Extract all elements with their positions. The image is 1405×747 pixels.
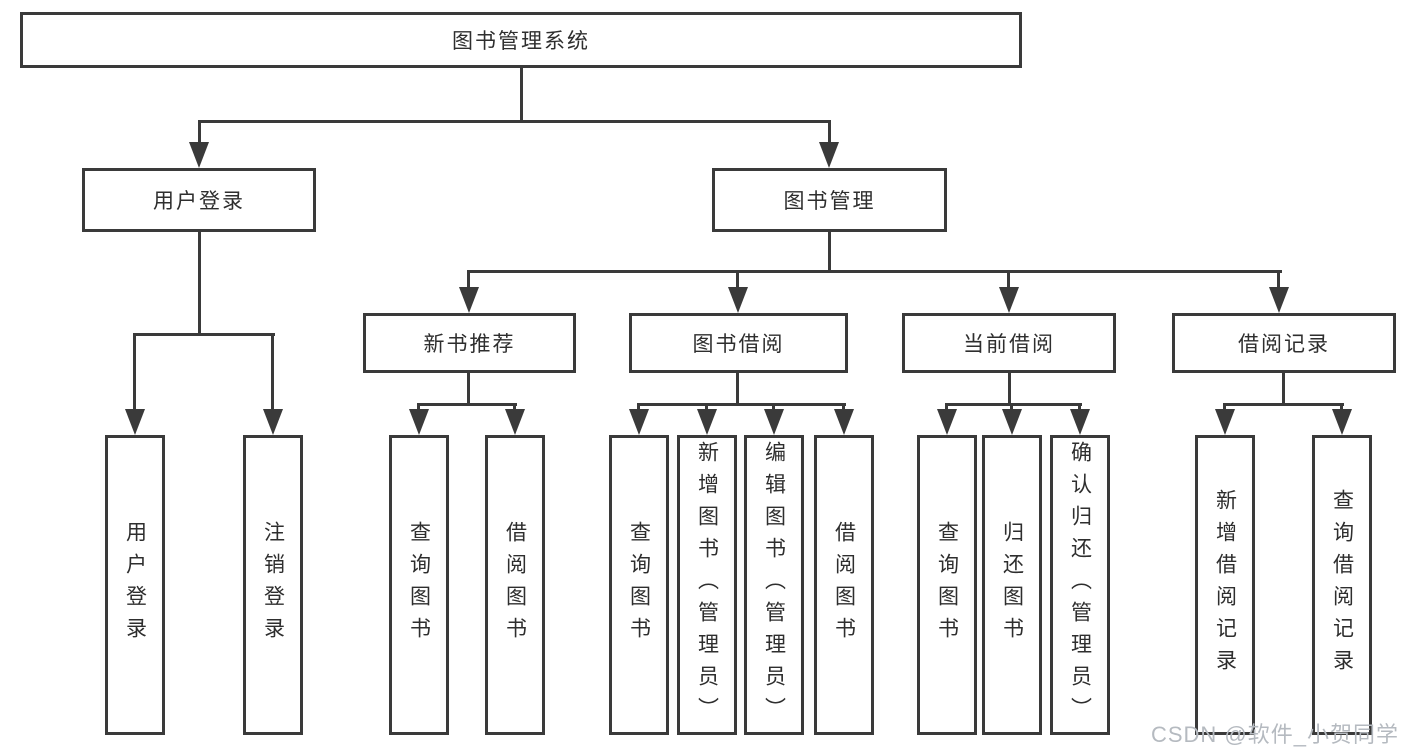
leaf-label: 新增借阅记录 bbox=[1213, 489, 1237, 681]
connector-drop bbox=[842, 403, 845, 413]
connector-drop bbox=[1010, 403, 1013, 413]
connector-drop-book-borrow bbox=[736, 270, 739, 292]
leaf-return-books: 归还图书 bbox=[982, 435, 1042, 735]
leaf-label: 查询图书 bbox=[407, 521, 431, 649]
leaf-label: 查询图书 bbox=[935, 521, 959, 649]
leaf-label: 借阅图书 bbox=[832, 521, 856, 649]
leaf-add-books-admin: 新增图书（管理员） bbox=[677, 435, 737, 735]
leaf-label: 新增图书（管理员） bbox=[695, 441, 719, 729]
arrowhead-down-icon bbox=[629, 409, 649, 435]
arrowhead-down-icon bbox=[999, 287, 1019, 313]
connector-drop bbox=[945, 403, 948, 413]
node-borrow-records: 借阅记录 bbox=[1172, 313, 1396, 373]
arrowhead-down-icon bbox=[819, 142, 839, 168]
leaf-query-books-borrow: 查询图书 bbox=[609, 435, 669, 735]
connector-drop bbox=[1223, 403, 1226, 413]
connector-drop bbox=[417, 403, 420, 413]
connector-root-rail bbox=[198, 120, 831, 123]
connector-drop bbox=[772, 403, 775, 413]
connector-book-borrow-rail bbox=[637, 403, 846, 406]
connector-book-borrow-stem bbox=[736, 373, 739, 406]
arrowhead-down-icon bbox=[1215, 409, 1235, 435]
arrowhead-down-icon bbox=[505, 409, 525, 435]
leaf-label: 编辑图书（管理员） bbox=[762, 441, 786, 729]
connector-new-book-rail bbox=[417, 403, 517, 406]
connector-current-borrow-rail bbox=[945, 403, 1082, 406]
arrowhead-down-icon bbox=[125, 409, 145, 435]
connector-book-mgmt-rail bbox=[467, 270, 1282, 273]
connector-drop bbox=[1078, 403, 1081, 413]
leaf-borrow-books-recommend: 借阅图书 bbox=[485, 435, 545, 735]
connector-drop bbox=[513, 403, 516, 413]
leaf-add-borrow-record: 新增借阅记录 bbox=[1195, 435, 1255, 735]
connector-drop-leaf-login bbox=[133, 333, 136, 415]
arrowhead-down-icon bbox=[409, 409, 429, 435]
node-book-management: 图书管理 bbox=[712, 168, 947, 232]
connector-drop-current-borrow bbox=[1007, 270, 1010, 292]
leaf-label: 查询借阅记录 bbox=[1330, 489, 1354, 681]
connector-drop-book-mgmt bbox=[828, 120, 831, 148]
leaf-label: 借阅图书 bbox=[503, 521, 527, 649]
leaf-borrow-books: 借阅图书 bbox=[814, 435, 874, 735]
node-new-book-recommend: 新书推荐 bbox=[363, 313, 576, 373]
connector-drop bbox=[705, 403, 708, 413]
arrowhead-down-icon bbox=[459, 287, 479, 313]
arrowhead-down-icon bbox=[1332, 409, 1352, 435]
connector-drop-leaf-logout bbox=[271, 333, 274, 415]
arrowhead-down-icon bbox=[263, 409, 283, 435]
leaf-confirm-return-admin: 确认归还（管理员） bbox=[1050, 435, 1110, 735]
leaf-query-borrow-record: 查询借阅记录 bbox=[1312, 435, 1372, 735]
arrowhead-down-icon bbox=[1269, 287, 1289, 313]
node-library-system: 图书管理系统 bbox=[20, 12, 1022, 68]
connector-user-login-rail bbox=[133, 333, 275, 336]
arrowhead-down-icon bbox=[834, 409, 854, 435]
leaf-query-books-current: 查询图书 bbox=[917, 435, 977, 735]
leaf-label: 查询图书 bbox=[627, 521, 651, 649]
connector-current-borrow-stem bbox=[1008, 373, 1011, 406]
node-book-borrow: 图书借阅 bbox=[629, 313, 848, 373]
connector-drop bbox=[1340, 403, 1343, 413]
connector-borrow-records-rail bbox=[1223, 403, 1344, 406]
connector-borrow-records-stem bbox=[1282, 373, 1285, 406]
connector-user-login-stem bbox=[198, 232, 201, 336]
node-user-login: 用户登录 bbox=[82, 168, 316, 232]
arrowhead-down-icon bbox=[189, 142, 209, 168]
leaf-logout: 注销登录 bbox=[243, 435, 303, 735]
connector-drop-user-login bbox=[198, 120, 201, 148]
connector-drop-borrow-records bbox=[1277, 270, 1280, 292]
arrowhead-down-icon bbox=[728, 287, 748, 313]
arrowhead-down-icon bbox=[697, 409, 717, 435]
leaf-edit-books-admin: 编辑图书（管理员） bbox=[744, 435, 804, 735]
connector-root-stem bbox=[520, 68, 523, 121]
node-current-borrow: 当前借阅 bbox=[902, 313, 1116, 373]
arrowhead-down-icon bbox=[1002, 409, 1022, 435]
leaf-user-login: 用户登录 bbox=[105, 435, 165, 735]
arrowhead-down-icon bbox=[1070, 409, 1090, 435]
csdn-watermark: CSDN @软件_小贺同学 bbox=[1150, 722, 1399, 747]
leaf-label: 注销登录 bbox=[261, 521, 285, 649]
connector-drop bbox=[637, 403, 640, 413]
leaf-label: 归还图书 bbox=[1000, 521, 1024, 649]
connector-drop-new-book bbox=[467, 270, 470, 292]
leaf-label: 用户登录 bbox=[123, 521, 147, 649]
arrowhead-down-icon bbox=[764, 409, 784, 435]
connector-book-mgmt-stem bbox=[828, 232, 831, 273]
arrowhead-down-icon bbox=[937, 409, 957, 435]
leaf-query-books-recommend: 查询图书 bbox=[389, 435, 449, 735]
connector-new-book-stem bbox=[467, 373, 470, 406]
leaf-label: 确认归还（管理员） bbox=[1068, 441, 1092, 729]
